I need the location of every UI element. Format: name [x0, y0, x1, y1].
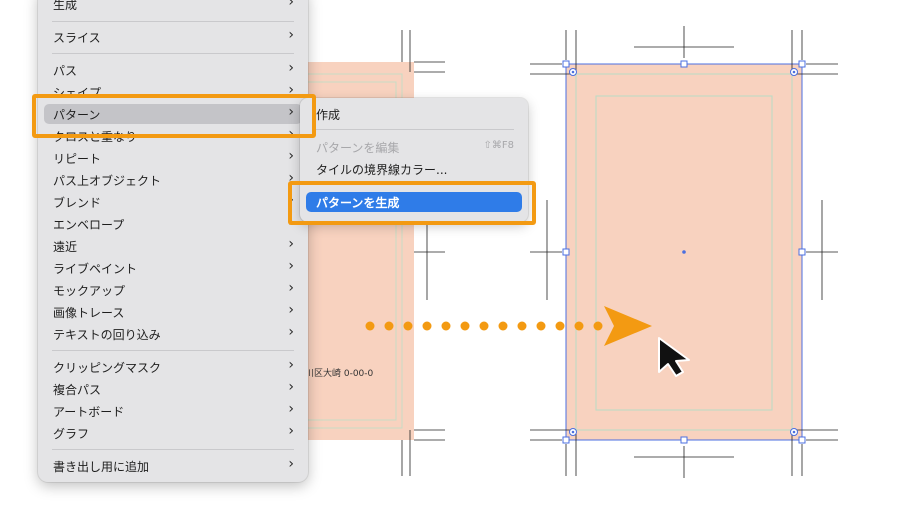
chevron-right-icon: › — [288, 456, 294, 472]
chevron-right-icon: › — [288, 401, 294, 417]
submenu-separator — [314, 129, 514, 130]
handle-top-right — [798, 60, 806, 68]
menu-item-label: ライブペイント — [53, 262, 138, 276]
chevron-right-icon: › — [288, 379, 294, 395]
menu-item-text-wrap[interactable]: テキストの回り込み › — [44, 324, 302, 344]
handle-bottom-left — [562, 436, 570, 444]
menu-item-label: 遠近 — [53, 240, 78, 254]
chevron-right-icon: › — [288, 357, 294, 373]
submenu-item-make[interactable]: 作成 — [306, 104, 522, 124]
menu-item-mockup[interactable]: モックアップ › — [44, 280, 302, 300]
menu-item-label: アートボード — [53, 405, 125, 419]
menu-item-graph[interactable]: グラフ › — [44, 423, 302, 443]
menu-item-live-paint[interactable]: ライブペイント › — [44, 258, 302, 278]
submenu-item-label: パターンを生成 — [316, 196, 400, 210]
menu-separator — [52, 21, 294, 22]
menu-item-perspective[interactable]: 遠近 › — [44, 236, 302, 256]
submenu-item-label: タイルの境界線カラー... — [316, 163, 448, 177]
chevron-right-icon: › — [288, 170, 294, 186]
menu-item-label: パス上オブジェクト — [53, 174, 162, 188]
menu-item-label: リピート — [53, 152, 102, 166]
menu-item-blend[interactable]: ブレンド › — [44, 192, 302, 212]
menu-item-objects-on-path[interactable]: パス上オブジェクト › — [44, 170, 302, 190]
menu-item-envelope[interactable]: エンベロープ › — [44, 214, 302, 234]
shortcut-text: ⇧⌘F8 — [483, 140, 515, 151]
handle-top-center — [680, 60, 688, 68]
chevron-right-icon: › — [288, 258, 294, 274]
menu-item-label: 画像トレース — [53, 306, 125, 320]
menu-item-label: テキストの回り込み — [53, 328, 161, 342]
chevron-right-icon: › — [288, 0, 294, 10]
handle-bottom-center — [680, 436, 688, 444]
menu-separator — [52, 53, 294, 54]
chevron-right-icon: › — [288, 280, 294, 296]
submenu-item-edit-pattern: パターンを編集 ⇧⌘F8 — [306, 137, 522, 157]
chevron-right-icon: › — [288, 60, 294, 76]
submenu-item-label: パターンを編集 — [316, 141, 400, 155]
menu-item-label: スライス — [53, 31, 101, 45]
menu-item-artboards[interactable]: アートボード › — [44, 401, 302, 421]
chevron-right-icon: › — [288, 104, 294, 120]
chevron-right-icon: › — [288, 27, 294, 43]
chevron-right-icon: › — [288, 148, 294, 164]
menu-item-label: グラフ — [53, 427, 90, 441]
menu-item-pattern[interactable]: パターン › — [44, 104, 302, 124]
menu-item-label: エンベロープ — [53, 218, 125, 232]
menu-item-label: 書き出し用に追加 — [53, 460, 150, 474]
handle-mid-left — [562, 248, 570, 256]
menu-item-label: 生成 — [53, 0, 78, 12]
submenu-item-tile-edge-color[interactable]: タイルの境界線カラー... — [306, 159, 522, 179]
chevron-right-icon: › — [288, 236, 294, 252]
generate-pattern-highlight-box — [288, 181, 536, 225]
submenu-item-generate-pattern[interactable]: パターンを生成 — [306, 192, 522, 212]
menu-separator — [52, 449, 294, 450]
menu-item-add-to-export[interactable]: 書き出し用に追加 › — [44, 456, 302, 476]
dotted-arrow-icon — [365, 306, 652, 346]
menu-item-label: クリッピングマスク — [53, 361, 162, 375]
menu-item-clipping-mask[interactable]: クリッピングマスク › — [44, 357, 302, 377]
menu-item-generate[interactable]: 生成 › — [44, 0, 302, 14]
address-text: 川区大崎 0-00-0 — [305, 369, 374, 379]
submenu-item-label: 作成 — [316, 108, 341, 122]
handle-mid-right — [798, 248, 806, 256]
object-menu: 生成 › スライス › パス › シェイプ › パターン › クロスと重なり ›… — [38, 0, 308, 482]
menu-item-label: モックアップ — [53, 284, 126, 298]
menu-item-path[interactable]: パス › — [44, 60, 302, 80]
chevron-right-icon: › — [288, 82, 294, 98]
pattern-submenu: 作成 パターンを編集 ⇧⌘F8 タイルの境界線カラー... パターンを生成 — [300, 98, 528, 222]
menu-item-label: 複合パス — [53, 383, 102, 397]
pattern-highlight-box — [32, 94, 316, 138]
menu-item-label: パターン — [53, 108, 101, 122]
chevron-right-icon: › — [288, 324, 294, 340]
handle-top-left — [562, 60, 570, 68]
handle-bottom-right — [798, 436, 806, 444]
chevron-right-icon: › — [288, 423, 294, 439]
menu-item-image-trace[interactable]: 画像トレース › — [44, 302, 302, 322]
menu-separator — [52, 350, 294, 351]
menu-item-repeat[interactable]: リピート › — [44, 148, 302, 168]
menu-item-slice[interactable]: スライス › — [44, 27, 302, 47]
mouse-pointer-icon — [658, 337, 690, 377]
menu-item-label: パス — [53, 64, 78, 78]
chevron-right-icon: › — [288, 302, 294, 318]
menu-item-compound-path[interactable]: 複合パス › — [44, 379, 302, 399]
menu-item-label: ブレンド — [53, 196, 102, 210]
